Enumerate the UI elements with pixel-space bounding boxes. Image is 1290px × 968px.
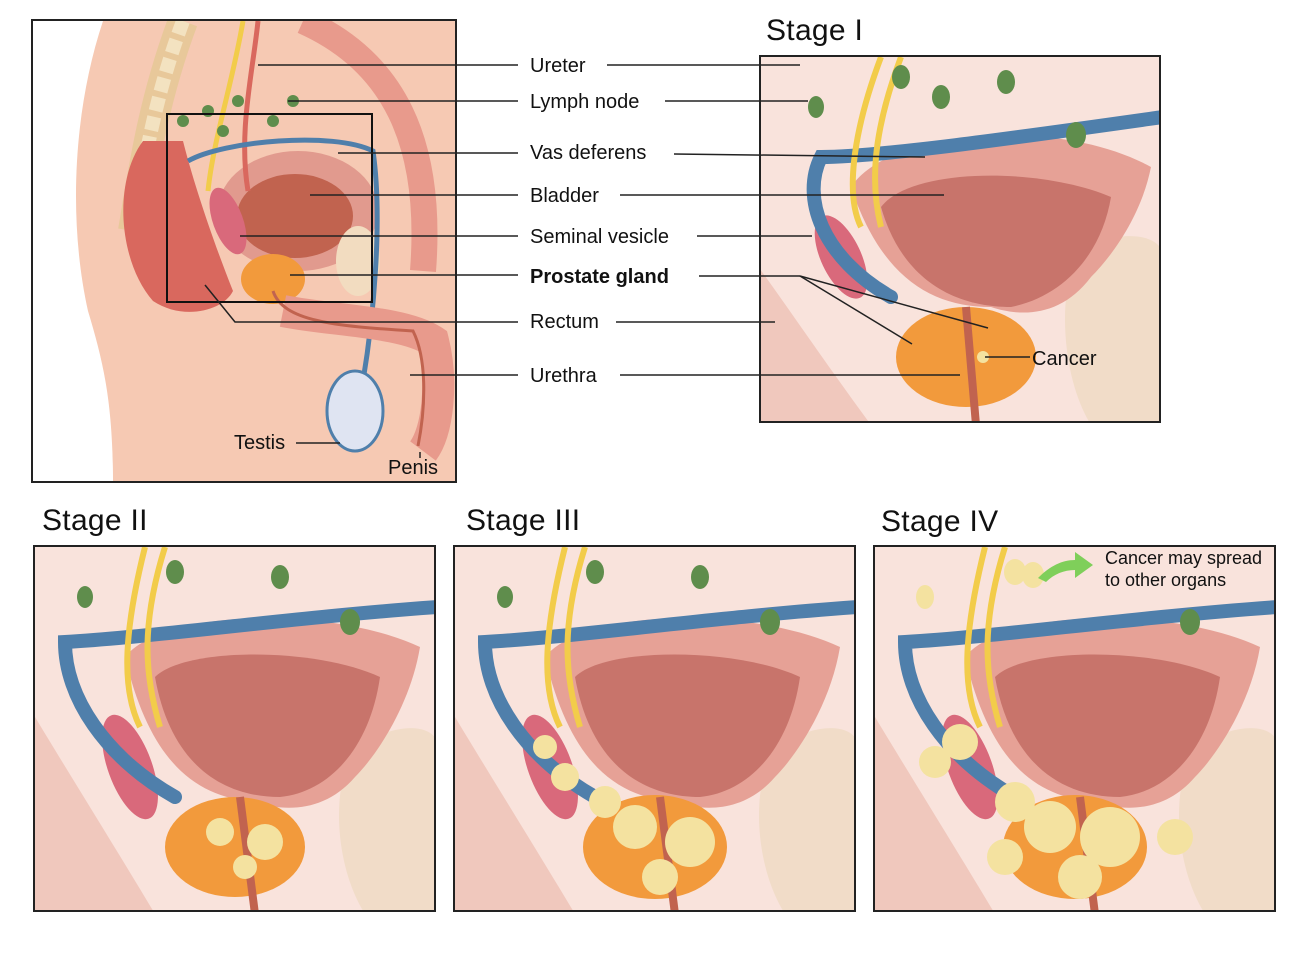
stage-3-panel [453, 545, 856, 912]
stage-2-illustration [35, 547, 434, 910]
label-rectum: Rectum [530, 311, 599, 333]
stage-1-illustration [761, 57, 1159, 421]
overview-anatomy-panel [31, 19, 457, 483]
label-bladder: Bladder [530, 185, 599, 207]
label-seminal-vesicle: Seminal vesicle [530, 226, 669, 248]
stage-2-panel [33, 545, 436, 912]
stage-4-panel [873, 545, 1276, 912]
stage-2-title: Stage II [42, 504, 148, 537]
label-lymph-node: Lymph node [530, 91, 640, 113]
label-cancer: Cancer [1032, 348, 1097, 370]
label-prostate-gland: Prostate gland [530, 266, 669, 288]
stage-3-title: Stage III [466, 504, 581, 537]
stage-4-illustration [875, 547, 1274, 910]
label-testis: Testis [234, 432, 286, 454]
label-ureter: Ureter [530, 55, 586, 77]
label-penis: Penis [388, 457, 439, 479]
label-urethra: Urethra [530, 365, 597, 387]
overview-illustration [33, 21, 455, 481]
stage-4-title: Stage IV [881, 505, 999, 538]
stage-1-title: Stage I [766, 14, 864, 47]
label-vas-deferens: Vas deferens [530, 142, 647, 164]
stage-3-illustration [455, 547, 854, 910]
stage-1-panel [759, 55, 1161, 423]
stage-4-note-line1: Cancer may spread [1105, 548, 1263, 568]
stage-4-note-line2: to other organs [1105, 570, 1227, 590]
